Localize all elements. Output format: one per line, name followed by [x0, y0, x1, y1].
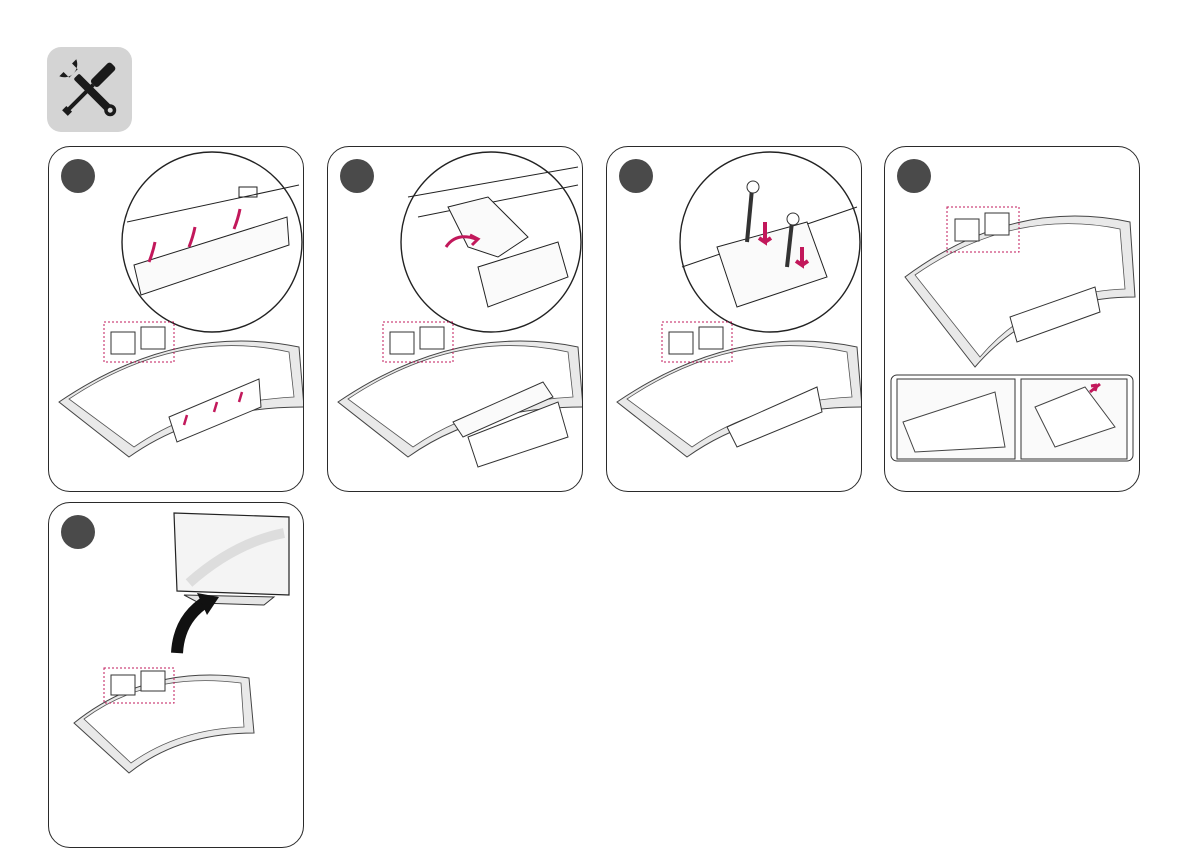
step-marker-1 — [61, 159, 95, 193]
step-marker-3 — [619, 159, 653, 193]
step-marker-2 — [340, 159, 374, 193]
step-5-panel — [48, 502, 304, 848]
tools-badge — [47, 47, 132, 132]
screwdriver-wrench-icon — [47, 47, 132, 132]
step-2-illustration — [328, 147, 583, 492]
step-marker-5 — [61, 515, 95, 549]
step-3-panel — [606, 146, 862, 492]
step-1-panel — [48, 146, 304, 492]
step-4-illustration — [885, 147, 1140, 492]
step-marker-4 — [897, 159, 931, 193]
step-3-illustration — [607, 147, 862, 492]
step-1-illustration — [49, 147, 304, 492]
step-4-panel — [884, 146, 1140, 492]
step-2-panel — [327, 146, 583, 492]
step-5-illustration — [49, 503, 304, 797]
